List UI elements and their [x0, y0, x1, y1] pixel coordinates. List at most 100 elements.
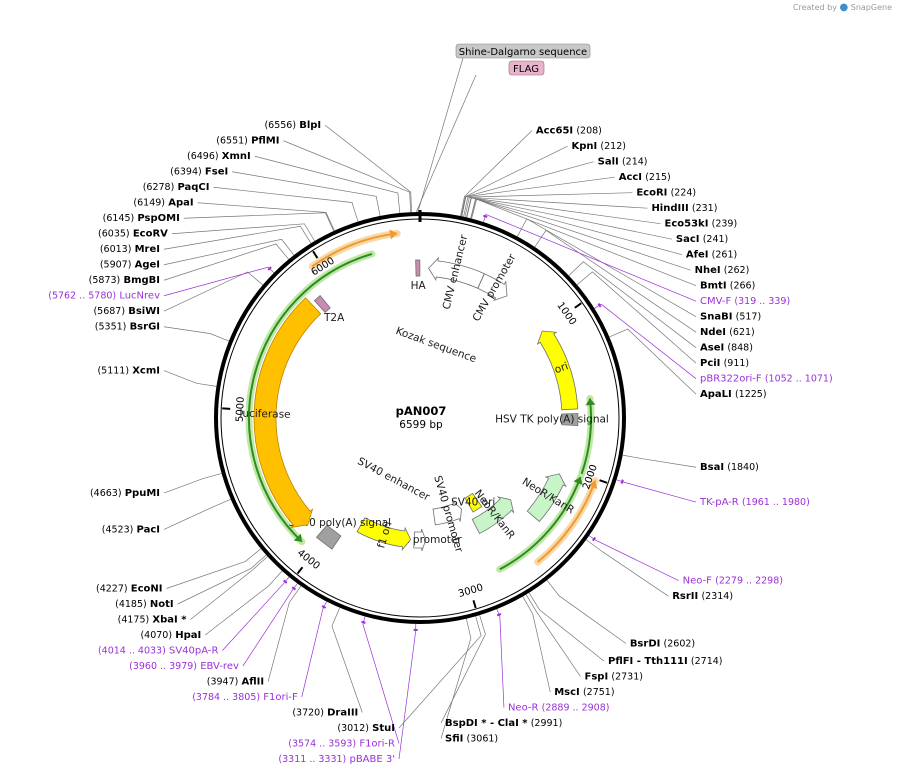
primer-mark [496, 613, 502, 617]
site-label-afei[interactable]: AfeI (261) [686, 250, 737, 261]
site-label-pspomi[interactable]: (6145) PspOMI [103, 213, 180, 224]
plasmid-name: pAN007 [396, 404, 447, 418]
site-position: (214) [622, 157, 648, 168]
feature-ori[interactable] [536, 330, 579, 411]
leader-line [163, 266, 275, 297]
site-position: (3012) [337, 723, 369, 734]
feature-sv40-promoter[interactable] [432, 500, 462, 526]
site-name: SalI [598, 157, 619, 168]
site-name: HindIII [651, 203, 688, 214]
site-label-bspdi-clai[interactable]: BspDI * - ClaI * (2991) [445, 718, 562, 729]
site-label-fspi[interactable]: FspI (2731) [585, 672, 643, 683]
site-label-draiii[interactable]: (3720) DraIII [292, 708, 358, 719]
primer-label-pbr322ori-f[interactable]: pBR322ori-F (1052 .. 1071) [700, 374, 833, 385]
site-label-blpi[interactable]: (6556) BlpI [264, 120, 321, 131]
site-label-pflmi[interactable]: (6551) PflMI [216, 136, 279, 147]
site-label-ndei[interactable]: NdeI (621) [700, 327, 755, 338]
site-label-aflii[interactable]: (3947) AflII [207, 677, 264, 688]
feature-sv40-ori[interactable] [464, 492, 483, 513]
site-label-paci[interactable]: (4523) PacI [102, 524, 160, 535]
site-name: XcmI [132, 366, 160, 377]
feature-neor-kanr[interactable] [526, 473, 567, 523]
site-label-saci[interactable]: SacI (241) [676, 234, 728, 245]
primer-mark [321, 605, 327, 609]
site-name: PflMI [251, 136, 279, 147]
primer-label-neo-r[interactable]: Neo-R (2889 .. 2908) [508, 703, 610, 714]
primer-label-ebv-rev[interactable]: (3960 .. 3979) EBV-rev [129, 661, 239, 672]
site-label-hpai[interactable]: (4070) HpaI [140, 630, 201, 641]
site-label-bsrdi[interactable]: BsrDI (2602) [630, 638, 695, 649]
site-name: ApaI [168, 198, 193, 209]
feature-hsv-tk-poly-a-signal[interactable] [561, 413, 579, 426]
leader-line [163, 238, 295, 266]
site-label-bmti[interactable]: BmtI (266) [700, 281, 755, 292]
feature-luciferase[interactable] [253, 297, 322, 528]
leader-line [460, 130, 533, 217]
site-label-acci[interactable]: AccI (215) [619, 172, 671, 183]
site-position: (5111) [97, 366, 129, 377]
site-label-econi[interactable]: (4227) EcoNI [96, 584, 163, 595]
feature-ampr-promoter[interactable] [413, 528, 427, 552]
site-label-pflfi-tth111i[interactable]: PflFI - Tth111I (2714) [608, 656, 723, 667]
site-label-sali[interactable]: SalI (214) [598, 157, 648, 168]
leader-line [588, 535, 679, 581]
primer-label-pbabe-3[interactable]: (3311 .. 3331) pBABE 3' [278, 754, 395, 765]
site-label-acc65i[interactable]: Acc65I (208) [536, 126, 602, 137]
ruler-tick [296, 566, 304, 575]
site-label-hindiii[interactable]: HindIII (231) [651, 203, 717, 214]
primer-label-neo-f[interactable]: Neo-F (2279 .. 2298) [683, 576, 783, 587]
site-position: (5351) [95, 322, 127, 333]
site-label-rsrii[interactable]: RsrII (2314) [672, 591, 733, 602]
site-label-mrei[interactable]: (6013) MreI [100, 244, 160, 255]
feature-neor-kanr[interactable] [471, 496, 515, 535]
site-label-stui[interactable]: (3012) StuI [337, 723, 395, 734]
site-label-sfii[interactable]: SfiI (3061) [445, 734, 498, 745]
site-name: NheI [695, 265, 721, 276]
shine-dalgarno-box [455, 43, 591, 59]
site-label-agei[interactable]: (5907) AgeI [100, 260, 160, 271]
site-label-fsei[interactable]: (6394) FseI [170, 167, 228, 178]
site-position: (1840) [727, 462, 759, 473]
site-label-paqci[interactable]: (6278) PaqCI [143, 182, 210, 193]
site-label-msci[interactable]: MscI (2751) [554, 687, 614, 698]
site-label-noti[interactable]: (4185) NotI [115, 599, 174, 610]
feature-f1-ori[interactable] [356, 517, 412, 552]
primer-label-lucnrev[interactable]: (5762 .. 5780) LucNrev [48, 291, 160, 302]
site-label-bmgbi[interactable]: (5873) BmgBI [89, 275, 160, 286]
site-name: NotI [150, 599, 174, 610]
site-label-snabi[interactable]: SnaBI (517) [700, 312, 761, 323]
primer-label-f1ori-f[interactable]: (3784 .. 3805) F1ori-F [192, 692, 298, 703]
site-label-eco53ki[interactable]: Eco53kI (239) [665, 219, 738, 230]
primer-name: CMV-F [700, 296, 731, 307]
site-label-ecori[interactable]: EcoRI (224) [636, 188, 696, 199]
site-label-bsiwi[interactable]: (5687) BsiWI [93, 306, 160, 317]
site-label-xcmi[interactable]: (5111) XcmI [97, 366, 160, 377]
site-label-ecorv[interactable]: (6035) EcoRV [98, 229, 168, 240]
site-label-asei[interactable]: AseI (848) [700, 343, 753, 354]
primer-label-sv40pa-r[interactable]: (4014 .. 4033) SV40pA-R [98, 646, 219, 657]
label-leader-lines [163, 57, 697, 760]
site-label-kpni[interactable]: KpnI (212) [571, 141, 625, 152]
site-label-apali[interactable]: ApaLI (1225) [700, 389, 767, 400]
site-label-ppumi[interactable]: (4663) PpuMI [90, 488, 160, 499]
site-label-apai[interactable]: (6149) ApaI [133, 198, 193, 209]
primer-label-tk-pa-r[interactable]: TK-pA-R (1961 .. 1980) [699, 497, 810, 508]
primer-label-cmv-f[interactable]: CMV-F (319 .. 339) [700, 296, 790, 307]
leader-line [471, 198, 697, 286]
feature-ha[interactable] [415, 259, 421, 277]
feature-sv40-poly-a-signal[interactable] [315, 524, 342, 550]
feature-cmv-promoter[interactable] [477, 273, 508, 302]
site-label-xbai[interactable]: (4175) XbaI * [118, 615, 188, 626]
leader-line [464, 197, 648, 218]
feature-t2a[interactable] [313, 295, 331, 313]
shine-dalgarno-label: Shine-Dalgarno sequence [459, 47, 587, 58]
site-label-pcii[interactable]: PciI (911) [700, 358, 749, 369]
site-label-xmni[interactable]: (6496) XmnI [187, 151, 251, 162]
shine-dalgarno-leader [417, 57, 464, 213]
site-label-bsrgi[interactable]: (5351) BsrGI [95, 322, 160, 333]
site-label-bsai[interactable]: BsaI (1840) [700, 462, 759, 473]
primer-label-f1ori-r[interactable]: (3574 .. 3593) F1ori-R [288, 739, 395, 750]
site-position: (3947) [207, 677, 239, 688]
site-label-nhei[interactable]: NheI (262) [695, 265, 750, 276]
